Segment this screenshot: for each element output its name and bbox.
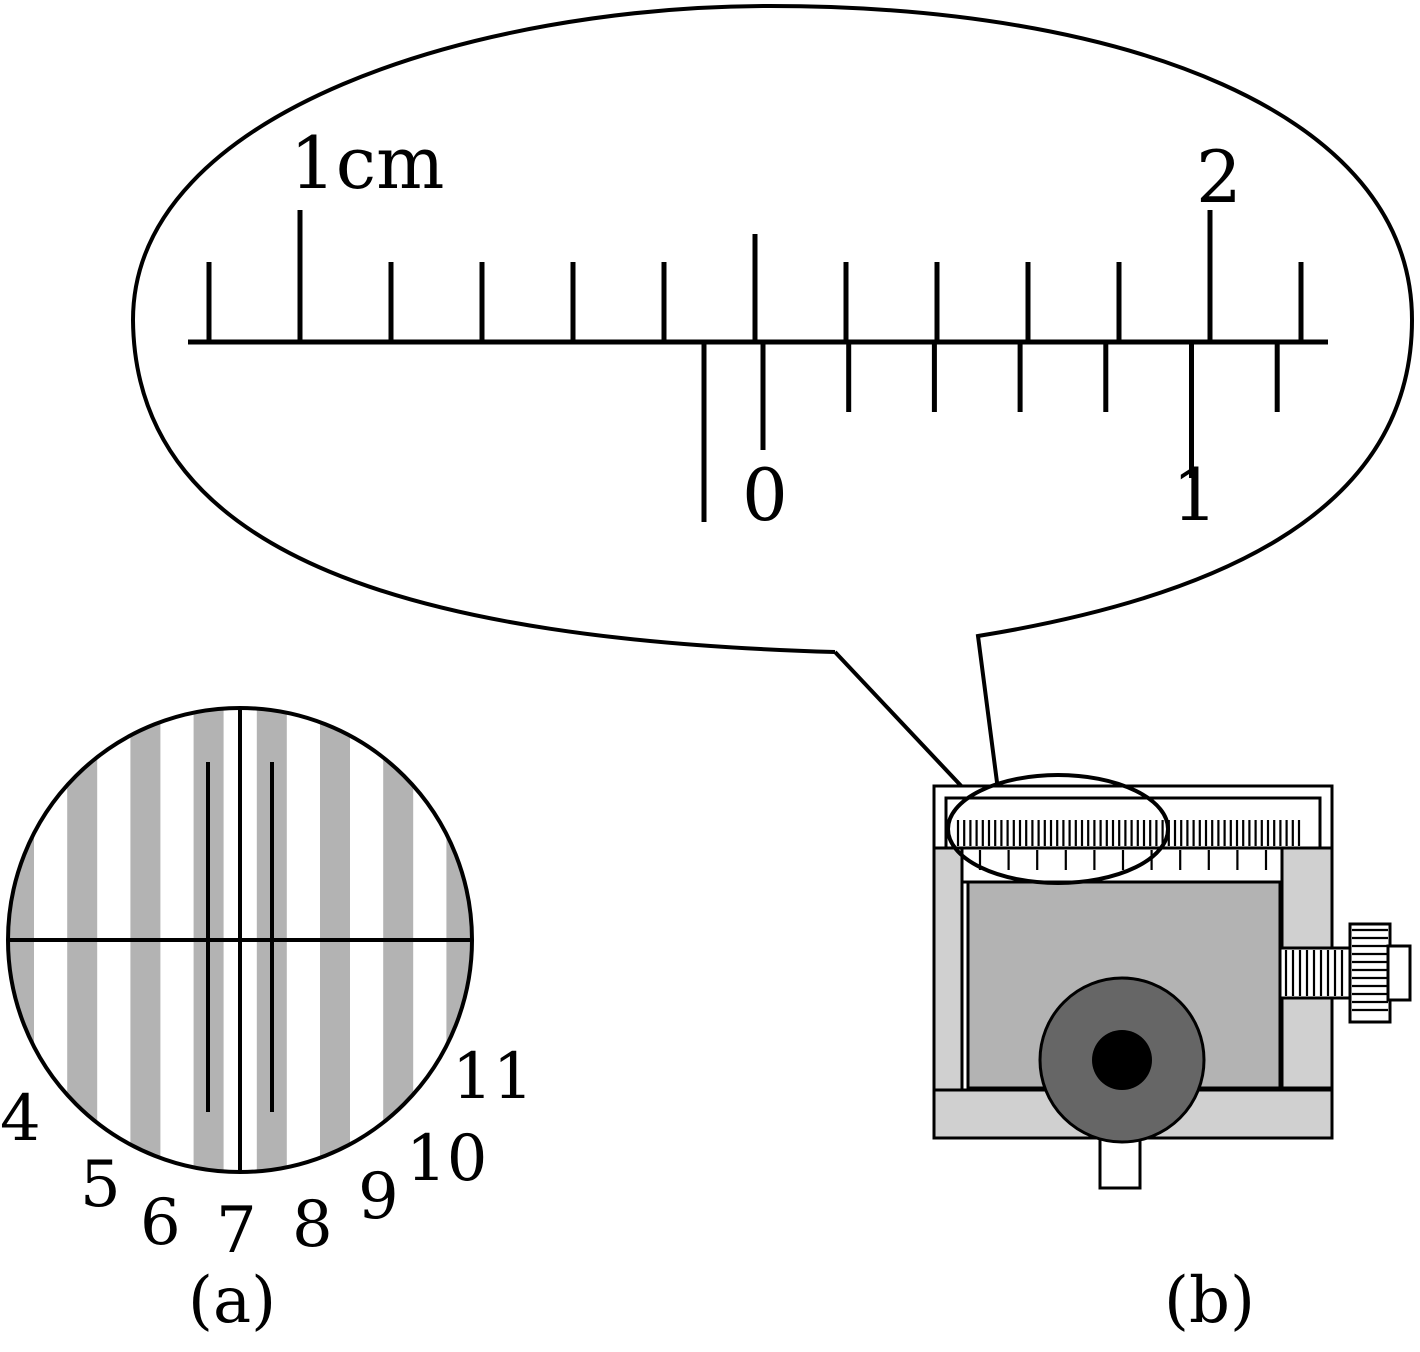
eyepiece-lens [1092, 1030, 1152, 1090]
fringe-number-10: 10 [406, 1122, 487, 1196]
callout-outline [130, 3, 1415, 791]
fringe-number-5: 5 [80, 1148, 121, 1222]
main-scale-label-1cm: 1cm [290, 121, 444, 205]
main-scale [188, 210, 1328, 345]
vernier-label-0: 0 [742, 453, 788, 537]
fringe-number-11: 11 [452, 1040, 533, 1114]
eyepiece-stem [1098, 1136, 1142, 1190]
left-rail [932, 846, 964, 1094]
fringe-number-7: 7 [216, 1194, 257, 1268]
fringe-number-6: 6 [140, 1186, 181, 1260]
handwheel-teeth [1352, 928, 1388, 1012]
caption-a: (a) [188, 1264, 276, 1338]
caption-b: (b) [1164, 1264, 1255, 1338]
magnified-region-ellipse [946, 773, 1170, 885]
fringe-number-9: 9 [358, 1160, 399, 1234]
callout-pointer-left [833, 650, 967, 792]
mini-main-scale-ticks [956, 820, 1301, 846]
measuring-instrument: (b) [932, 773, 1412, 1338]
callout-bubble: 1cm 2 0 1 [130, 3, 1415, 792]
main-scale-label-2: 2 [1196, 135, 1242, 219]
fringe-number-4: 4 [0, 1082, 41, 1156]
vernier-label-1: 1 [1172, 453, 1218, 537]
screw-end [1386, 944, 1412, 1002]
fringe-view: 4 5 6 7 8 9 10 11 (a) [0, 706, 533, 1338]
vernier-scale [701, 344, 1280, 522]
fringe-number-8: 8 [292, 1188, 333, 1262]
mini-vernier-ticks [978, 850, 1268, 870]
screw-threads [1284, 950, 1344, 996]
